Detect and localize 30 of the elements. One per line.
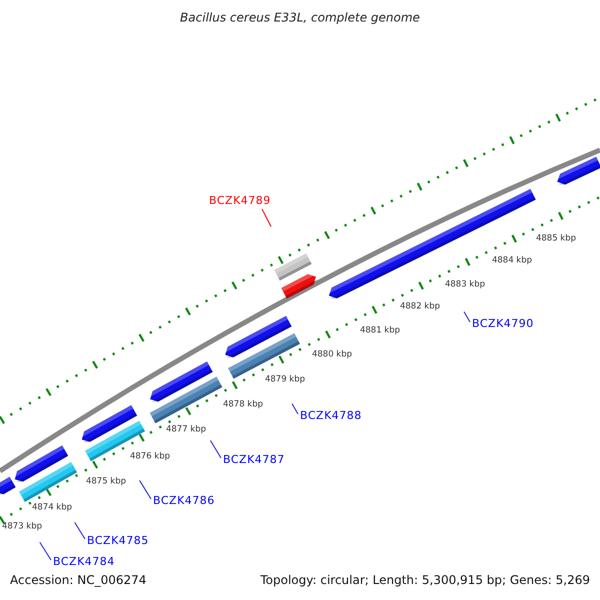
scale-label: 4885 kbp <box>536 234 576 244</box>
gene-label: BCZK4790 <box>472 318 534 330</box>
footer-note: Accession: NC_006274 <box>10 574 146 588</box>
gene-label: BCZK4785 <box>87 535 149 548</box>
leader-line <box>464 311 470 322</box>
gene-label: BCZK4789 <box>209 195 271 208</box>
leader-line <box>139 480 152 500</box>
leader-line <box>39 542 52 560</box>
scale-label: 4879 kbp <box>264 375 306 385</box>
scale-label: 4875 kbp <box>86 477 126 487</box>
scale-label: 4874 kbp <box>32 503 72 513</box>
scale-label: 4883 kbp <box>444 280 486 290</box>
gene-label: BCZK4786 <box>153 495 215 508</box>
scale-label: 4881 kbp <box>360 326 400 336</box>
leader-line <box>74 522 86 540</box>
scale-label: 4878 kbp <box>222 400 264 410</box>
footer-note: Topology: circular; Length: 5,300,915 bp; Genes: 5,269 <box>260 574 590 588</box>
scale-label: 4884 kbp <box>492 256 532 266</box>
gene-label: BCZK4788 <box>300 410 362 422</box>
scale-label: 4880 kbp <box>312 350 352 360</box>
scale-label: 4873 kbp <box>2 522 42 532</box>
diagram-title: Bacillus cereus E33L, complete genome <box>180 11 420 25</box>
scale-label: 4882 kbp <box>400 302 440 312</box>
leader-line <box>292 403 298 414</box>
scale-label: 4876 kbp <box>130 452 170 462</box>
gene-label: BCZK4787 <box>223 454 285 466</box>
scale-label: 4877 kbp <box>166 425 206 435</box>
leader-line <box>262 208 272 228</box>
leader-line <box>210 440 222 458</box>
gene-label: BCZK4784 <box>53 556 115 568</box>
